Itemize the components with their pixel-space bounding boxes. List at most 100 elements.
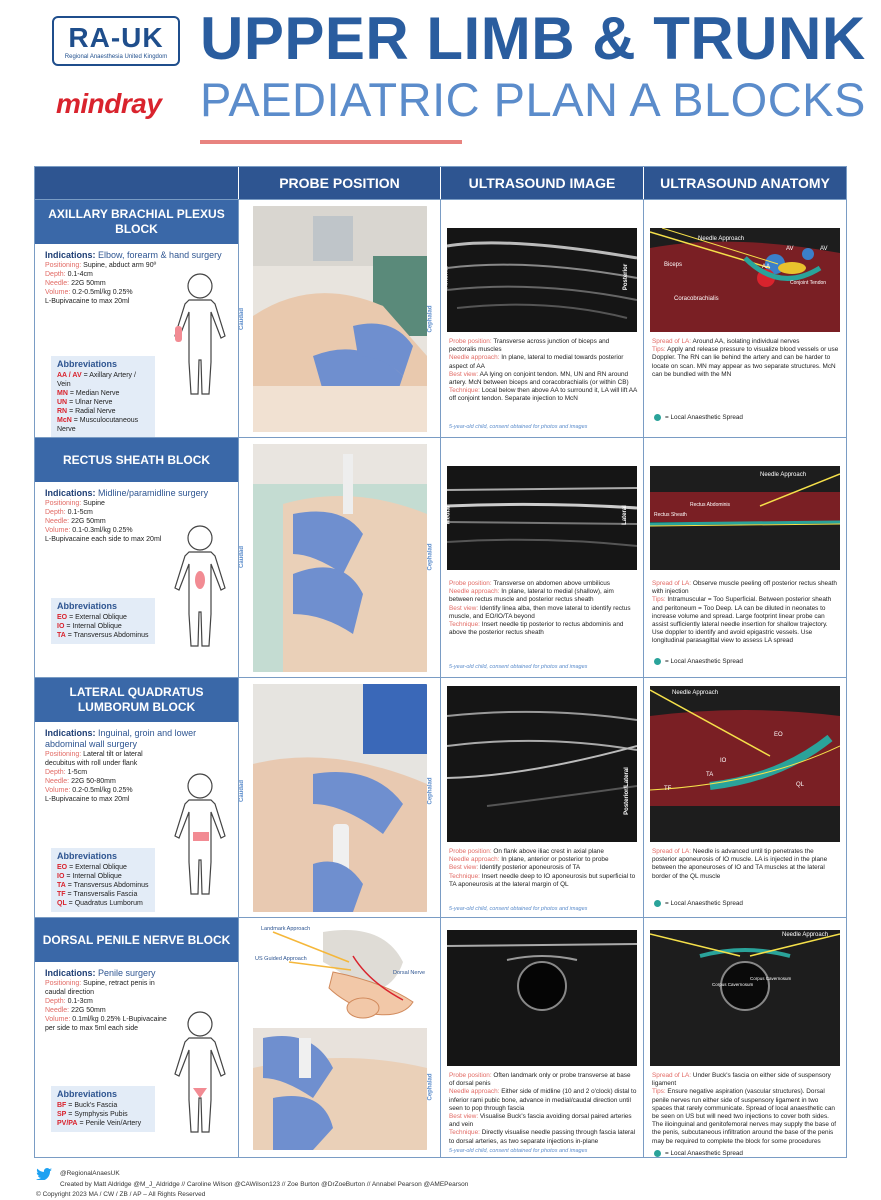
anatomy-description: Spread of LA: Observe muscle peeling off… xyxy=(652,580,837,645)
svg-text:Dorsal Nerve: Dorsal Nerve xyxy=(393,970,425,976)
caudad-label: Caudad xyxy=(239,307,246,331)
child-outline-icon xyxy=(174,773,226,895)
twitter-handle[interactable]: @RegionalAnaesUK xyxy=(60,1170,120,1177)
ultrasound-image-cell: Anterior Posterior Probe position: Trans… xyxy=(440,200,643,437)
us-orientation-label: Medial xyxy=(445,505,452,525)
anatomy-image: Needle Approach Corpus Cavernosum Corpus… xyxy=(650,930,840,1066)
title-divider xyxy=(200,140,462,144)
probe-photo xyxy=(253,1028,427,1150)
block-info: LATERAL QUADRATUS LUMBORUM BLOCK Indicat… xyxy=(35,678,238,917)
ultrasound-image-cell: Probe position: Often landmark only or p… xyxy=(440,918,643,1157)
ultrasound-image-cell: Anterior/Medial Posterior/Lateral Probe … xyxy=(440,678,643,917)
ultrasound-anatomy-cell: Needle Approach Corpus Cavernosum Corpus… xyxy=(643,918,846,1157)
abbreviations-box: Abbreviations AA / AV = Axillary Artery … xyxy=(51,356,155,437)
ultrasound-description: Probe position: Transverse on abdomen ab… xyxy=(449,580,631,637)
header-blank xyxy=(35,167,238,199)
svg-text:Coracobrachialis: Coracobrachialis xyxy=(674,296,719,302)
svg-text:Needle Approach: Needle Approach xyxy=(698,236,744,242)
cephalad-label: Cephalad xyxy=(427,543,434,571)
svg-text:TA: TA xyxy=(706,772,713,778)
ultrasound-anatomy-cell: Needle Approach Rectus Abdominis Rectus … xyxy=(643,438,846,677)
ultrasound-image xyxy=(447,228,637,332)
probe-position-cell: Caudad Cephalad xyxy=(238,678,440,917)
caudad-label: Caudad xyxy=(239,779,246,803)
block-row-axillary: AXILLARY BRACHIAL PLEXUS BLOCK Indicatio… xyxy=(35,199,846,437)
blocks-table: PROBE POSITION ULTRASOUND IMAGE ULTRASOU… xyxy=(34,166,847,1158)
la-spread-legend: = Local Anaesthetic Spread xyxy=(654,414,743,421)
block-title: RECTUS SHEATH BLOCK xyxy=(35,438,238,482)
penile-anatomy-diagram: Landmark Approach US Guided Approach Dor… xyxy=(253,922,429,1026)
ultrasound-image xyxy=(447,466,637,570)
la-spread-legend: = Local Anaesthetic Spread xyxy=(654,658,743,665)
svg-text:Landmark Approach: Landmark Approach xyxy=(261,926,310,932)
copyright: © Copyright 2023 MA / CW / ZB / AP – All… xyxy=(36,1191,206,1198)
us-orientation-label: Anterior/Medial xyxy=(441,769,448,813)
block-row-dorsal-penile: DORSAL PENILE NERVE BLOCK Indications: P… xyxy=(35,917,846,1157)
abbreviations-box: Abbreviations EO = External Oblique IO =… xyxy=(51,848,155,912)
la-spread-swatch xyxy=(654,1150,661,1157)
page-subtitle: PAEDIATRIC PLAN A BLOCKS xyxy=(200,73,866,126)
consent-note: 5-year-old child, consent obtained for p… xyxy=(449,424,588,430)
child-outline-icon xyxy=(174,1011,226,1133)
la-spread-swatch xyxy=(654,658,661,665)
block-title: AXILLARY BRACHIAL PLEXUS BLOCK xyxy=(35,200,238,244)
la-spread-swatch xyxy=(654,900,661,907)
svg-text:TF: TF xyxy=(664,786,672,792)
svg-text:Rectus Sheath: Rectus Sheath xyxy=(654,512,687,518)
ultrasound-image xyxy=(447,686,637,842)
svg-text:QL: QL xyxy=(796,782,805,788)
la-spread-legend: = Local Anaesthetic Spread xyxy=(654,900,743,907)
svg-text:AV: AV xyxy=(786,246,794,252)
svg-text:US Guided Approach: US Guided Approach xyxy=(255,956,307,962)
child-outline-icon xyxy=(174,273,226,395)
anatomy-image: Needle Approach EO IO TA TF QL xyxy=(650,686,840,842)
us-orientation-label: Anterior xyxy=(443,265,450,289)
header-probe-position: PROBE POSITION xyxy=(238,167,440,199)
svg-text:AV: AV xyxy=(820,246,828,252)
block-indications: Indications: Inguinal, groin and lower a… xyxy=(45,728,197,803)
anatomy-description: Spread of LA: Under Buck's fascia on eit… xyxy=(652,1072,837,1145)
anatomy-description: Spread of LA: Around AA, isolating indiv… xyxy=(652,338,839,378)
mindray-logo: mindray xyxy=(56,88,162,119)
svg-text:Biceps: Biceps xyxy=(664,262,682,268)
ra-uk-logo[interactable]: RA-UK Regional Anaesthesia United Kingdo… xyxy=(52,16,180,66)
block-info: RECTUS SHEATH BLOCK Indications: Midline… xyxy=(35,438,238,677)
abbreviations-box: Abbreviations EO = External Oblique IO =… xyxy=(51,598,155,644)
header-ultrasound-image: ULTRASOUND IMAGE xyxy=(440,167,643,199)
ultrasound-image xyxy=(447,930,637,1066)
probe-position-cell: Landmark Approach US Guided Approach Dor… xyxy=(238,918,440,1157)
us-orientation-label: Posterior/Lateral xyxy=(623,767,630,815)
consent-note: 5-year-old child, consent obtained for p… xyxy=(449,906,588,912)
block-info: AXILLARY BRACHIAL PLEXUS BLOCK Indicatio… xyxy=(35,200,238,437)
ultrasound-anatomy-cell: Needle Approach AV AV AA Biceps Coracobr… xyxy=(643,200,846,437)
cephalad-label: Cephalad xyxy=(427,305,434,333)
svg-text:Needle Approach: Needle Approach xyxy=(782,932,828,938)
block-title: DORSAL PENILE NERVE BLOCK xyxy=(35,918,238,962)
header: RA-UK Regional Anaesthesia United Kingdo… xyxy=(0,0,881,165)
la-spread-swatch xyxy=(654,414,661,421)
caudad-label: Caudad xyxy=(239,545,246,569)
probe-photo xyxy=(253,206,427,432)
svg-text:EO: EO xyxy=(774,732,783,738)
anatomy-image: Needle Approach AV AV AA Biceps Coracobr… xyxy=(650,228,840,332)
svg-text:Needle Approach: Needle Approach xyxy=(672,690,718,696)
child-outline-icon xyxy=(174,525,226,647)
svg-text:AA: AA xyxy=(762,264,770,270)
svg-text:Rectus Abdominis: Rectus Abdominis xyxy=(690,502,731,508)
svg-text:Needle Approach: Needle Approach xyxy=(760,472,806,478)
credits: Created by Matt Aldridge @M_J_Aldridge /… xyxy=(60,1181,469,1188)
cephalad-label: Cephalad xyxy=(427,777,434,805)
anatomy-description: Spread of LA: Needle is advanced until t… xyxy=(652,848,828,880)
block-info: DORSAL PENILE NERVE BLOCK Indications: P… xyxy=(35,918,238,1157)
table-header: PROBE POSITION ULTRASOUND IMAGE ULTRASOU… xyxy=(35,167,846,199)
ultrasound-description: Probe position: Often landmark only or p… xyxy=(449,1072,637,1145)
block-indications: Indications: Penile surgery Positioning:… xyxy=(45,968,167,1032)
probe-position-cell: Caudad Cephalad xyxy=(238,438,440,677)
cephalad-label: Cephalad xyxy=(427,1073,434,1101)
la-spread-legend: = Local Anaesthetic Spread xyxy=(654,1150,743,1157)
svg-text:Conjoint Tendon: Conjoint Tendon xyxy=(790,280,826,286)
block-indications: Indications: Midline/paramidline surgery… xyxy=(45,488,209,543)
block-indications: Indications: Elbow, forearm & hand surge… xyxy=(45,250,222,305)
twitter-icon[interactable] xyxy=(36,1168,52,1180)
ultrasound-description: Probe position: Transverse across juncti… xyxy=(449,338,637,403)
